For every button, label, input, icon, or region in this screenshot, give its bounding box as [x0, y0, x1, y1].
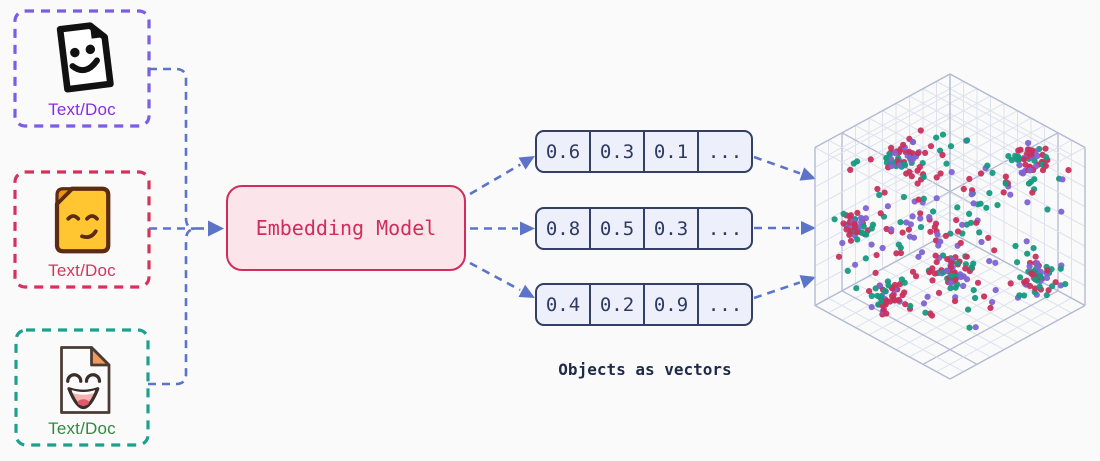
vector-cell: ... [707, 293, 743, 316]
vector-cell: 0.9 [645, 285, 699, 324]
source-box-outline-3 [14, 328, 150, 447]
vector-cell: 0.4 [537, 285, 591, 324]
vector-cell: 0.3 [591, 132, 645, 171]
vector-cell: 0.8 [537, 209, 591, 248]
vector-space-3d-plot [814, 73, 1086, 380]
vector-cell: 0.3 [645, 209, 699, 248]
vector-cell: 0.5 [591, 209, 645, 248]
arrowhead-into-model [208, 220, 224, 237]
vector-cell: ... [707, 140, 743, 163]
vector-row-1: 0.6 0.3 0.1 ... [535, 130, 753, 173]
vector-cell: 0.6 [537, 132, 591, 171]
document-smiley-icon [56, 22, 114, 93]
document-laugh-icon [60, 346, 111, 414]
embedding-model-box: Embedding Model [226, 185, 466, 271]
connector-source1 [149, 67, 195, 231]
vector-cell: 0.1 [645, 132, 699, 171]
caption-objects-as-vectors: Objects as vectors [558, 360, 732, 379]
vector-cell: ... [707, 217, 743, 240]
vector-row-3: 0.4 0.2 0.9 ... [535, 283, 753, 326]
connector-source3 [148, 227, 195, 386]
source-connectors [148, 67, 208, 386]
source-label-3: Text/Doc [48, 419, 116, 438]
embedding-model-label: Embedding Model [255, 216, 437, 240]
vector-row-2: 0.8 0.5 0.3 ... [535, 207, 753, 250]
vector-cell: 0.2 [591, 285, 645, 324]
source-label-1: Text/Doc [48, 100, 116, 119]
document-smirk-icon [54, 186, 111, 254]
fanout-arrows [469, 155, 816, 300]
source-label-2: Text/Doc [48, 261, 116, 280]
